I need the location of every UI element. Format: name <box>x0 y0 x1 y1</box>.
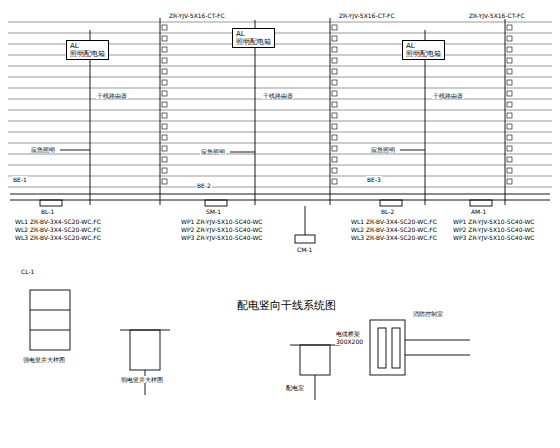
floor-panel <box>162 25 167 30</box>
floor-panel <box>332 146 337 151</box>
annotation: CM-1 <box>296 246 313 253</box>
floor-panel <box>507 179 512 184</box>
annotation: ZR-YJV-5X16-CT-FC <box>168 12 226 19</box>
panel-name: 照明配电箱 <box>236 38 271 46</box>
floor-panel <box>332 58 337 63</box>
panel-code: AL <box>406 42 441 50</box>
annotation: SM-1 <box>205 208 222 215</box>
annotation: WP2 ZR-YJV-5X10-SC40-WC <box>452 226 536 233</box>
annotation: BL-2 <box>380 208 395 215</box>
floor-panel <box>162 36 167 41</box>
annotation: WP1 ZR-YJV-5X10-SC40-WC <box>180 218 264 225</box>
floor-panel <box>507 47 512 52</box>
floor-panel <box>507 36 512 41</box>
annotation: WL1 ZR-BV-3X4-SC20-WC.FC <box>350 218 438 225</box>
floor-panel <box>162 146 167 151</box>
floor-panel <box>332 47 337 52</box>
annotation: 消防控制室 <box>412 310 444 317</box>
floor-panel <box>162 124 167 129</box>
risers <box>10 18 550 400</box>
floor-panel <box>162 47 167 52</box>
panel-box: AL照明配电箱 <box>66 40 109 60</box>
floor-panel <box>507 157 512 162</box>
floor-panel <box>507 91 512 96</box>
floor-panel <box>162 58 167 63</box>
floor-panel <box>162 179 167 184</box>
annotation: WP1 ZR-YJV-5X10-SC40-WC <box>452 218 536 225</box>
annotation: WP2 ZR-YJV-5X10-SC40-WC <box>180 226 264 233</box>
annotation: 应急照明 <box>200 148 226 155</box>
annotation: ZR-YJV-5X16-CT-FC <box>468 12 526 19</box>
floor-panel <box>332 179 337 184</box>
floor-panel <box>162 69 167 74</box>
annotation: 弱电竖井大样图 <box>120 376 164 383</box>
annotation: BE-1 <box>12 176 28 183</box>
floor-panel <box>507 58 512 63</box>
annotation: 应急照明 <box>30 146 56 153</box>
annotation: CL-1 <box>20 268 35 275</box>
floor-panel <box>507 113 512 118</box>
panel-code: AL <box>70 42 105 50</box>
floor-panel <box>332 80 337 85</box>
annotation: 电缆桥架 <box>335 330 361 337</box>
annotation: WL1 ZR-BV-3X4-SC20-WC.FC <box>14 218 102 225</box>
floor-panel <box>507 80 512 85</box>
floor-panel <box>507 168 512 173</box>
floor-panel <box>162 80 167 85</box>
floor-panel <box>507 135 512 140</box>
annotation: BE-2 <box>196 182 212 189</box>
floor-panel <box>332 113 337 118</box>
annotation: WL3 ZR-BV-3X4-SC20-WC.FC <box>14 234 102 241</box>
panel-name: 照明配电箱 <box>70 50 105 58</box>
annotation: WL2 ZR-BV-3X4-SC20-WC.FC <box>14 226 102 233</box>
floor-panel <box>332 102 337 107</box>
annotation: BL-1 <box>40 208 55 215</box>
annotation: BE-3 <box>366 176 382 183</box>
floor-panel <box>332 157 337 162</box>
floor-panel <box>332 168 337 173</box>
annotation: 配电室 <box>285 384 305 391</box>
floor-panel <box>162 168 167 173</box>
floor-panel <box>507 146 512 151</box>
panel-box: AL照明配电箱 <box>402 40 445 60</box>
annotation: WL3 ZR-BV-3X4-SC20-WC.FC <box>350 234 438 241</box>
panel-box: AL照明配电箱 <box>232 28 275 48</box>
panel-code: AL <box>236 30 271 38</box>
drawing-title: 配电竖向干线系统图 <box>235 298 338 313</box>
floor-panel <box>507 124 512 129</box>
floor-panel <box>162 113 167 118</box>
annotation: 300X200 <box>335 338 364 345</box>
floor-panel <box>332 135 337 140</box>
floor-panel <box>332 25 337 30</box>
floor-panels <box>162 25 512 184</box>
floor-panel <box>507 25 512 30</box>
floor-panel <box>332 91 337 96</box>
annotation: ZR-YJV-5X16-CT-FC <box>338 12 396 19</box>
floor-panel <box>162 102 167 107</box>
floor-panel <box>332 124 337 129</box>
floor-panel <box>332 69 337 74</box>
floor-panel <box>507 69 512 74</box>
annotation: WP3 ZR-YJV-5X10-SC40-WC <box>180 234 264 241</box>
floor-panel <box>162 91 167 96</box>
annotation: 应急照明 <box>370 146 396 153</box>
annotation: 干线路由器 <box>96 92 128 99</box>
annotation: 强电竖井大样图 <box>22 356 66 363</box>
annotation: AM-1 <box>470 208 487 215</box>
floor-panel <box>507 102 512 107</box>
annotation: 干线路由器 <box>262 92 294 99</box>
panel-name: 照明配电箱 <box>406 50 441 58</box>
floor-line <box>8 22 552 23</box>
annotation: WP3 ZR-YJV-5X10-SC40-WC <box>452 234 536 241</box>
floor-panel <box>162 157 167 162</box>
floor-panel <box>332 36 337 41</box>
annotation: 干线路由器 <box>432 92 464 99</box>
floor-panel <box>162 135 167 140</box>
annotation: WL2 ZR-BV-3X4-SC20-WC.FC <box>350 226 438 233</box>
